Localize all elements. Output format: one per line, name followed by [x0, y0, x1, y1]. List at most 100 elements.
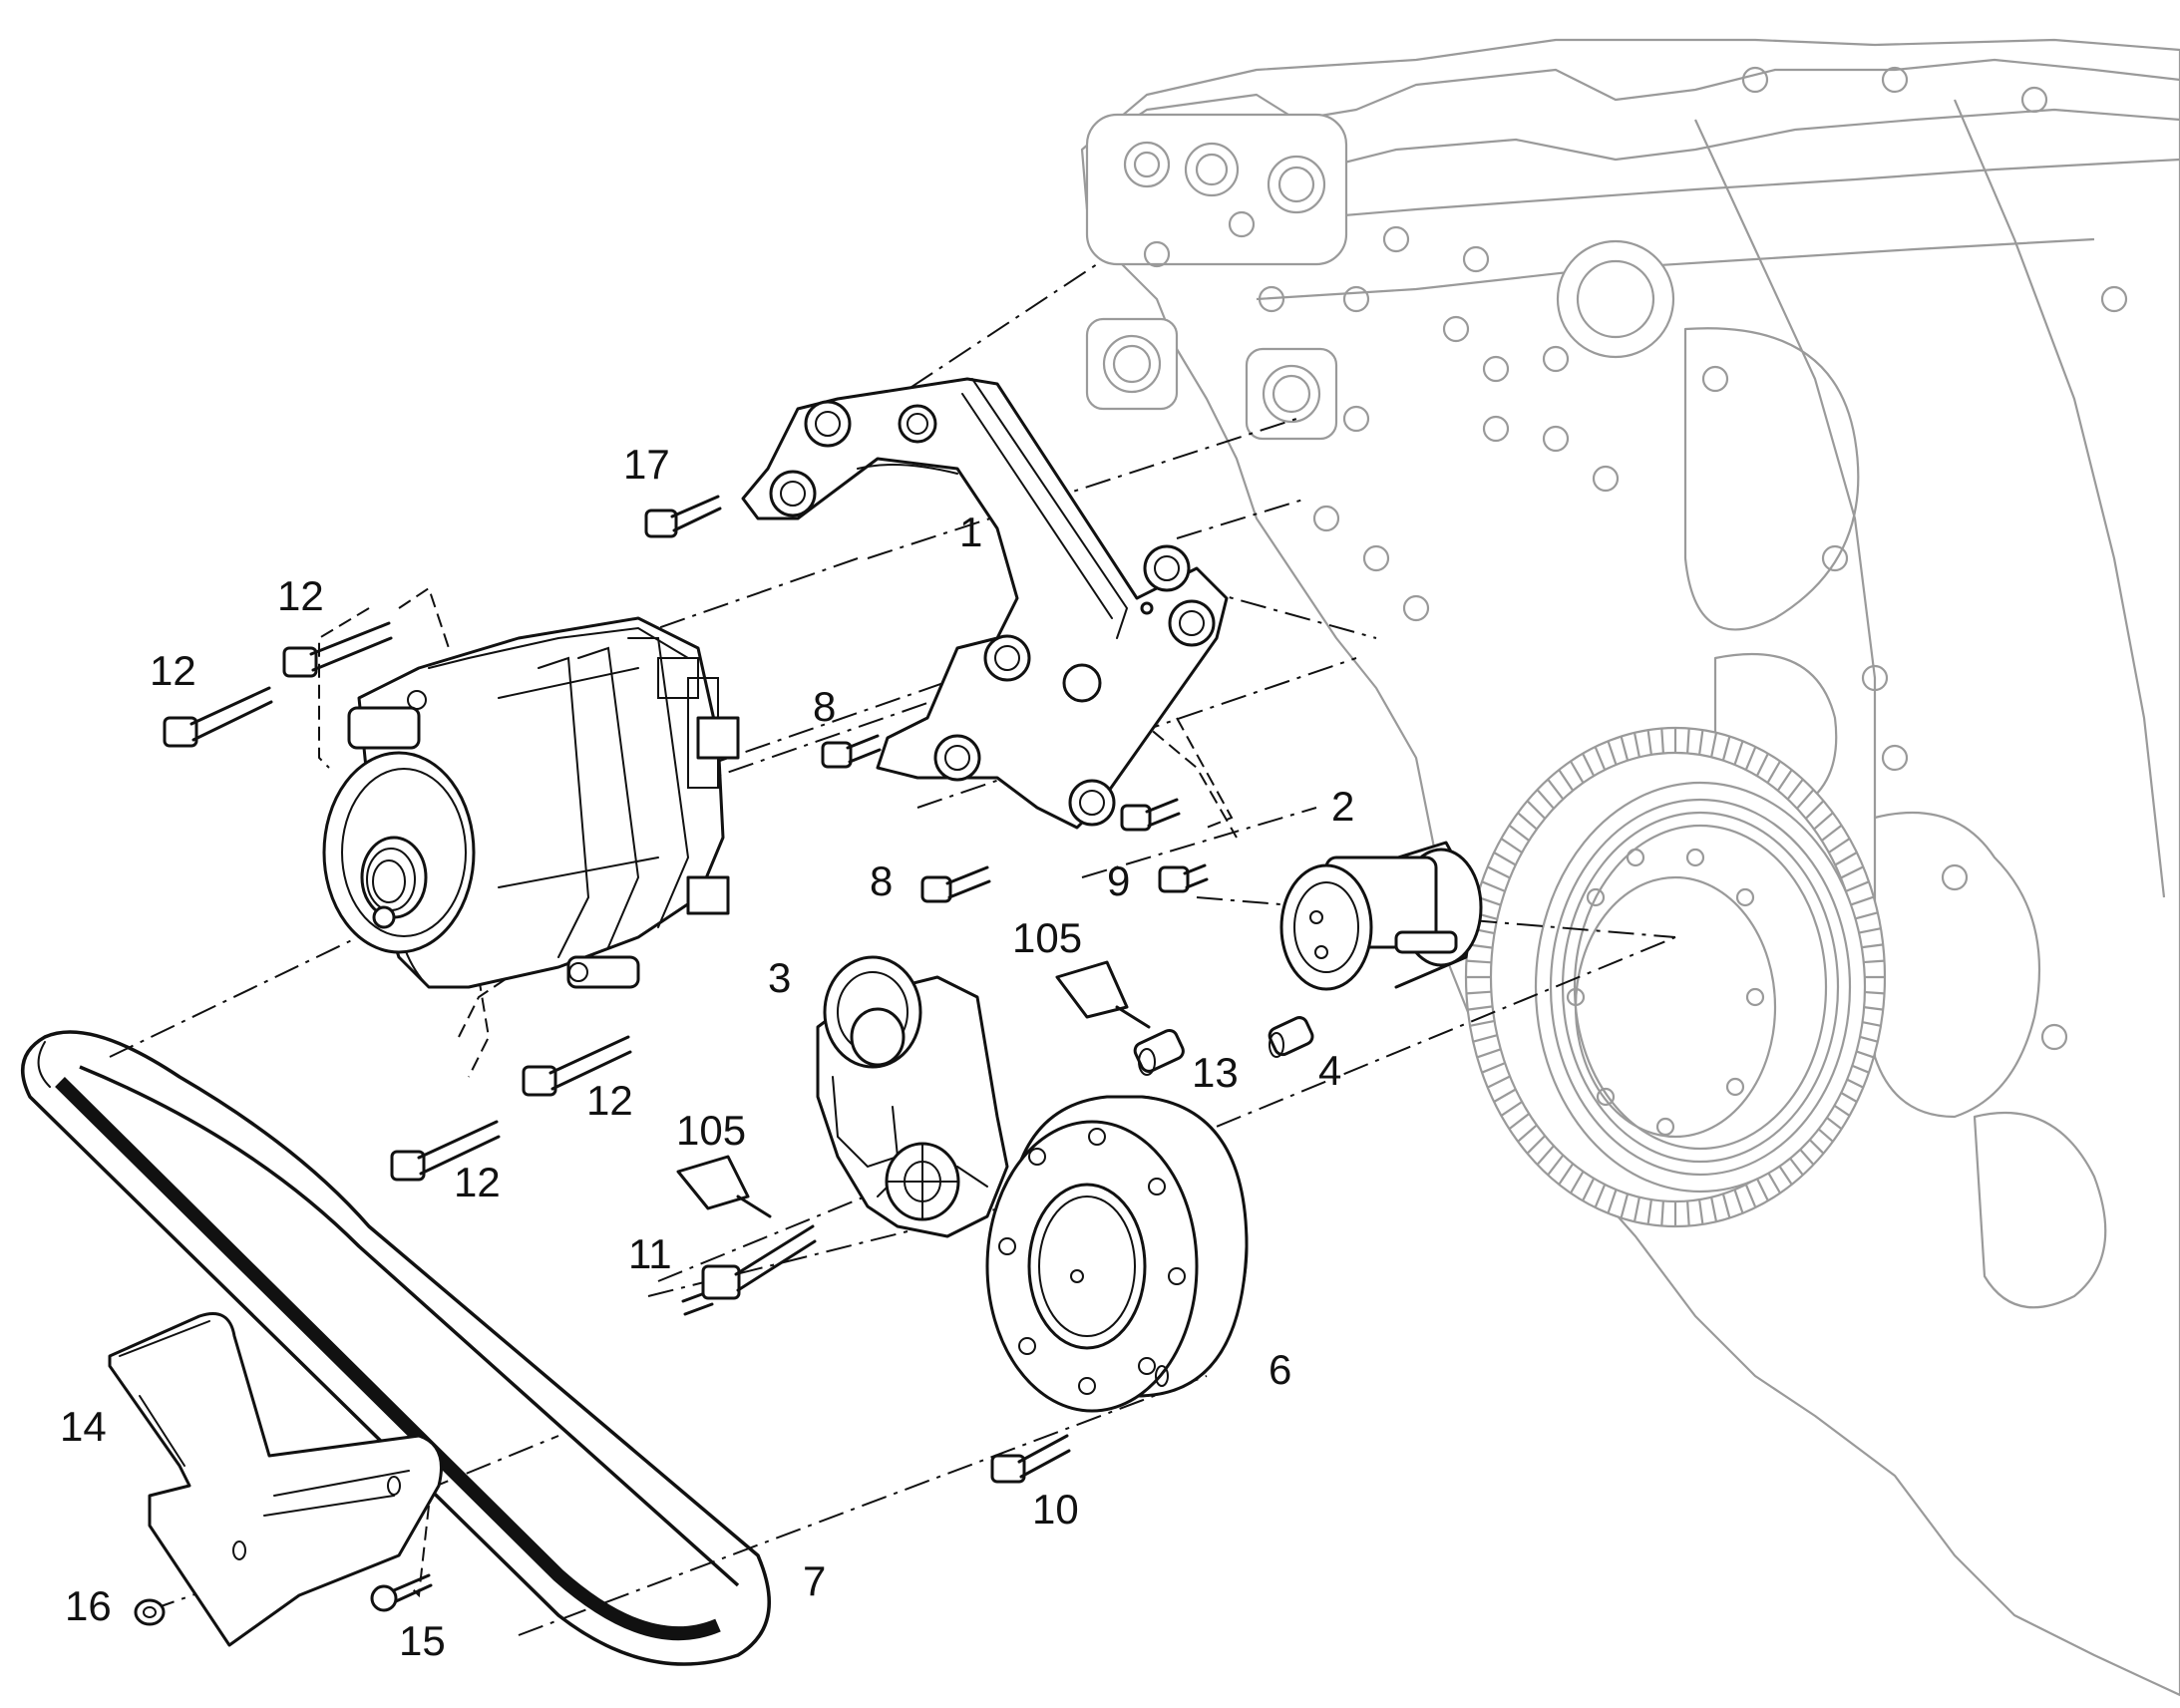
damper-tooth: [1766, 1171, 1781, 1195]
callout-16: 16: [65, 1582, 112, 1629]
alternator: [322, 616, 740, 989]
stud-11: [681, 1224, 817, 1316]
damper-tooth: [1853, 911, 1879, 920]
damper-tooth: [1721, 736, 1731, 761]
damper-tooth: [1646, 1198, 1652, 1225]
damper-tooth: [1633, 1196, 1640, 1222]
nut-16: [134, 1598, 166, 1626]
damper-tooth: [1594, 746, 1607, 771]
damper-tooth: [1620, 736, 1630, 761]
damper-tooth: [1744, 746, 1757, 771]
damper-tooth: [1686, 728, 1690, 754]
damper-tooth: [1517, 1124, 1538, 1143]
damper-tooth: [1607, 1189, 1618, 1214]
bolt-17: [644, 495, 722, 538]
screw-15: [370, 1573, 433, 1612]
damper-tooth: [1466, 959, 1492, 964]
damper-tooth: [1536, 789, 1555, 810]
bolt-9-b: [1158, 863, 1209, 893]
damper-tooth: [1547, 779, 1565, 801]
belt-guard: [108, 1312, 443, 1647]
damper-tooth: [1558, 769, 1575, 792]
callout-10: 10: [1032, 1486, 1079, 1533]
callout-8-upper: 8: [813, 683, 836, 730]
callout-4: 4: [1318, 1047, 1341, 1094]
damper-tooth: [1558, 1163, 1575, 1186]
sleeve-4: [1268, 1016, 1314, 1058]
damper-tooth: [1813, 812, 1834, 831]
damper-tooth: [1487, 865, 1511, 879]
damper-tooth: [1467, 1005, 1493, 1011]
engine-bolts: [1143, 66, 2128, 1051]
callout-12-a: 12: [277, 572, 324, 619]
callout-11: 11: [628, 1230, 672, 1277]
engine-block: [1080, 38, 2180, 1697]
callout-1: 1: [959, 509, 982, 555]
damper-tooth: [1721, 1194, 1731, 1218]
damper-tooth: [1466, 990, 1492, 995]
damper-tooth: [1570, 760, 1585, 784]
damper-tooth: [1526, 800, 1546, 820]
damper-tooth: [1582, 753, 1596, 777]
bolt-12-d: [390, 1120, 501, 1182]
bolt-8-b: [920, 865, 991, 903]
bolt-8-a: [821, 734, 882, 769]
damper-tooth: [1476, 1048, 1502, 1059]
callout-6: 6: [1269, 1346, 1291, 1393]
damper-tooth: [1582, 1178, 1596, 1201]
damper-tooth: [1660, 728, 1664, 754]
callout-17: 17: [623, 441, 670, 488]
damper-tooth: [1526, 1135, 1546, 1155]
damper-tooth: [1755, 753, 1769, 777]
damper-tooth: [1821, 824, 1843, 842]
damper-tooth: [1646, 729, 1652, 756]
damper-tooth: [1594, 1184, 1607, 1208]
damper-tooth: [1481, 1062, 1506, 1074]
callout-105-upper: 105: [1012, 914, 1082, 961]
callout-3: 3: [768, 954, 791, 1001]
damper-tooth: [1744, 1184, 1757, 1208]
damper-tooth: [1845, 880, 1870, 892]
damper-tooth: [1849, 895, 1875, 906]
callout-14: 14: [60, 1403, 107, 1450]
damper-tooth: [1469, 1019, 1495, 1027]
damper-tooth: [1517, 812, 1538, 831]
damper-tooth: [1500, 1101, 1523, 1117]
damper-tooth: [1698, 729, 1704, 756]
damper-tooth: [1776, 769, 1793, 792]
damper-tooth: [1481, 880, 1506, 892]
damper-tooth: [1500, 838, 1523, 854]
damper-tooth: [1620, 1194, 1630, 1218]
belt-tensioner: [816, 955, 1009, 1238]
damper-tooth: [1805, 800, 1825, 820]
damper-tooth: [1698, 1198, 1704, 1225]
sealant-tube-b: [676, 1155, 772, 1218]
damper-tooth: [1710, 732, 1718, 758]
damper-tooth: [1547, 1154, 1565, 1176]
damper-tooth: [1710, 1196, 1718, 1222]
damper-tooth: [1786, 779, 1804, 801]
sleeve-13: [1133, 1028, 1185, 1076]
damper-tooth: [1493, 852, 1517, 866]
callout-2: 2: [1331, 783, 1354, 830]
callout-labels: 1 2 3 4 6 7 8 8 9 10 11 12 12 12 12 13 1…: [60, 441, 1354, 1664]
engine-damper: [1464, 726, 1887, 1228]
callout-9: 9: [1107, 857, 1130, 904]
damper-tooth: [1508, 824, 1530, 842]
callout-12-b: 12: [150, 647, 196, 694]
damper-tooth: [1856, 927, 1882, 935]
damper-tooth: [1487, 1075, 1511, 1089]
damper-tooth: [1796, 789, 1815, 810]
damper-tooth: [1493, 1088, 1517, 1103]
idler-hub: [1279, 841, 1483, 991]
damper-tooth: [1840, 865, 1864, 879]
crankshaft-pulley: [985, 1095, 1249, 1413]
damper-tooth: [1733, 1189, 1744, 1214]
callout-15: 15: [399, 1617, 446, 1664]
callout-13: 13: [1192, 1049, 1239, 1096]
damper-tooth: [1766, 760, 1781, 784]
damper-tooth: [1828, 838, 1851, 854]
bolt-9-a: [1120, 798, 1181, 832]
